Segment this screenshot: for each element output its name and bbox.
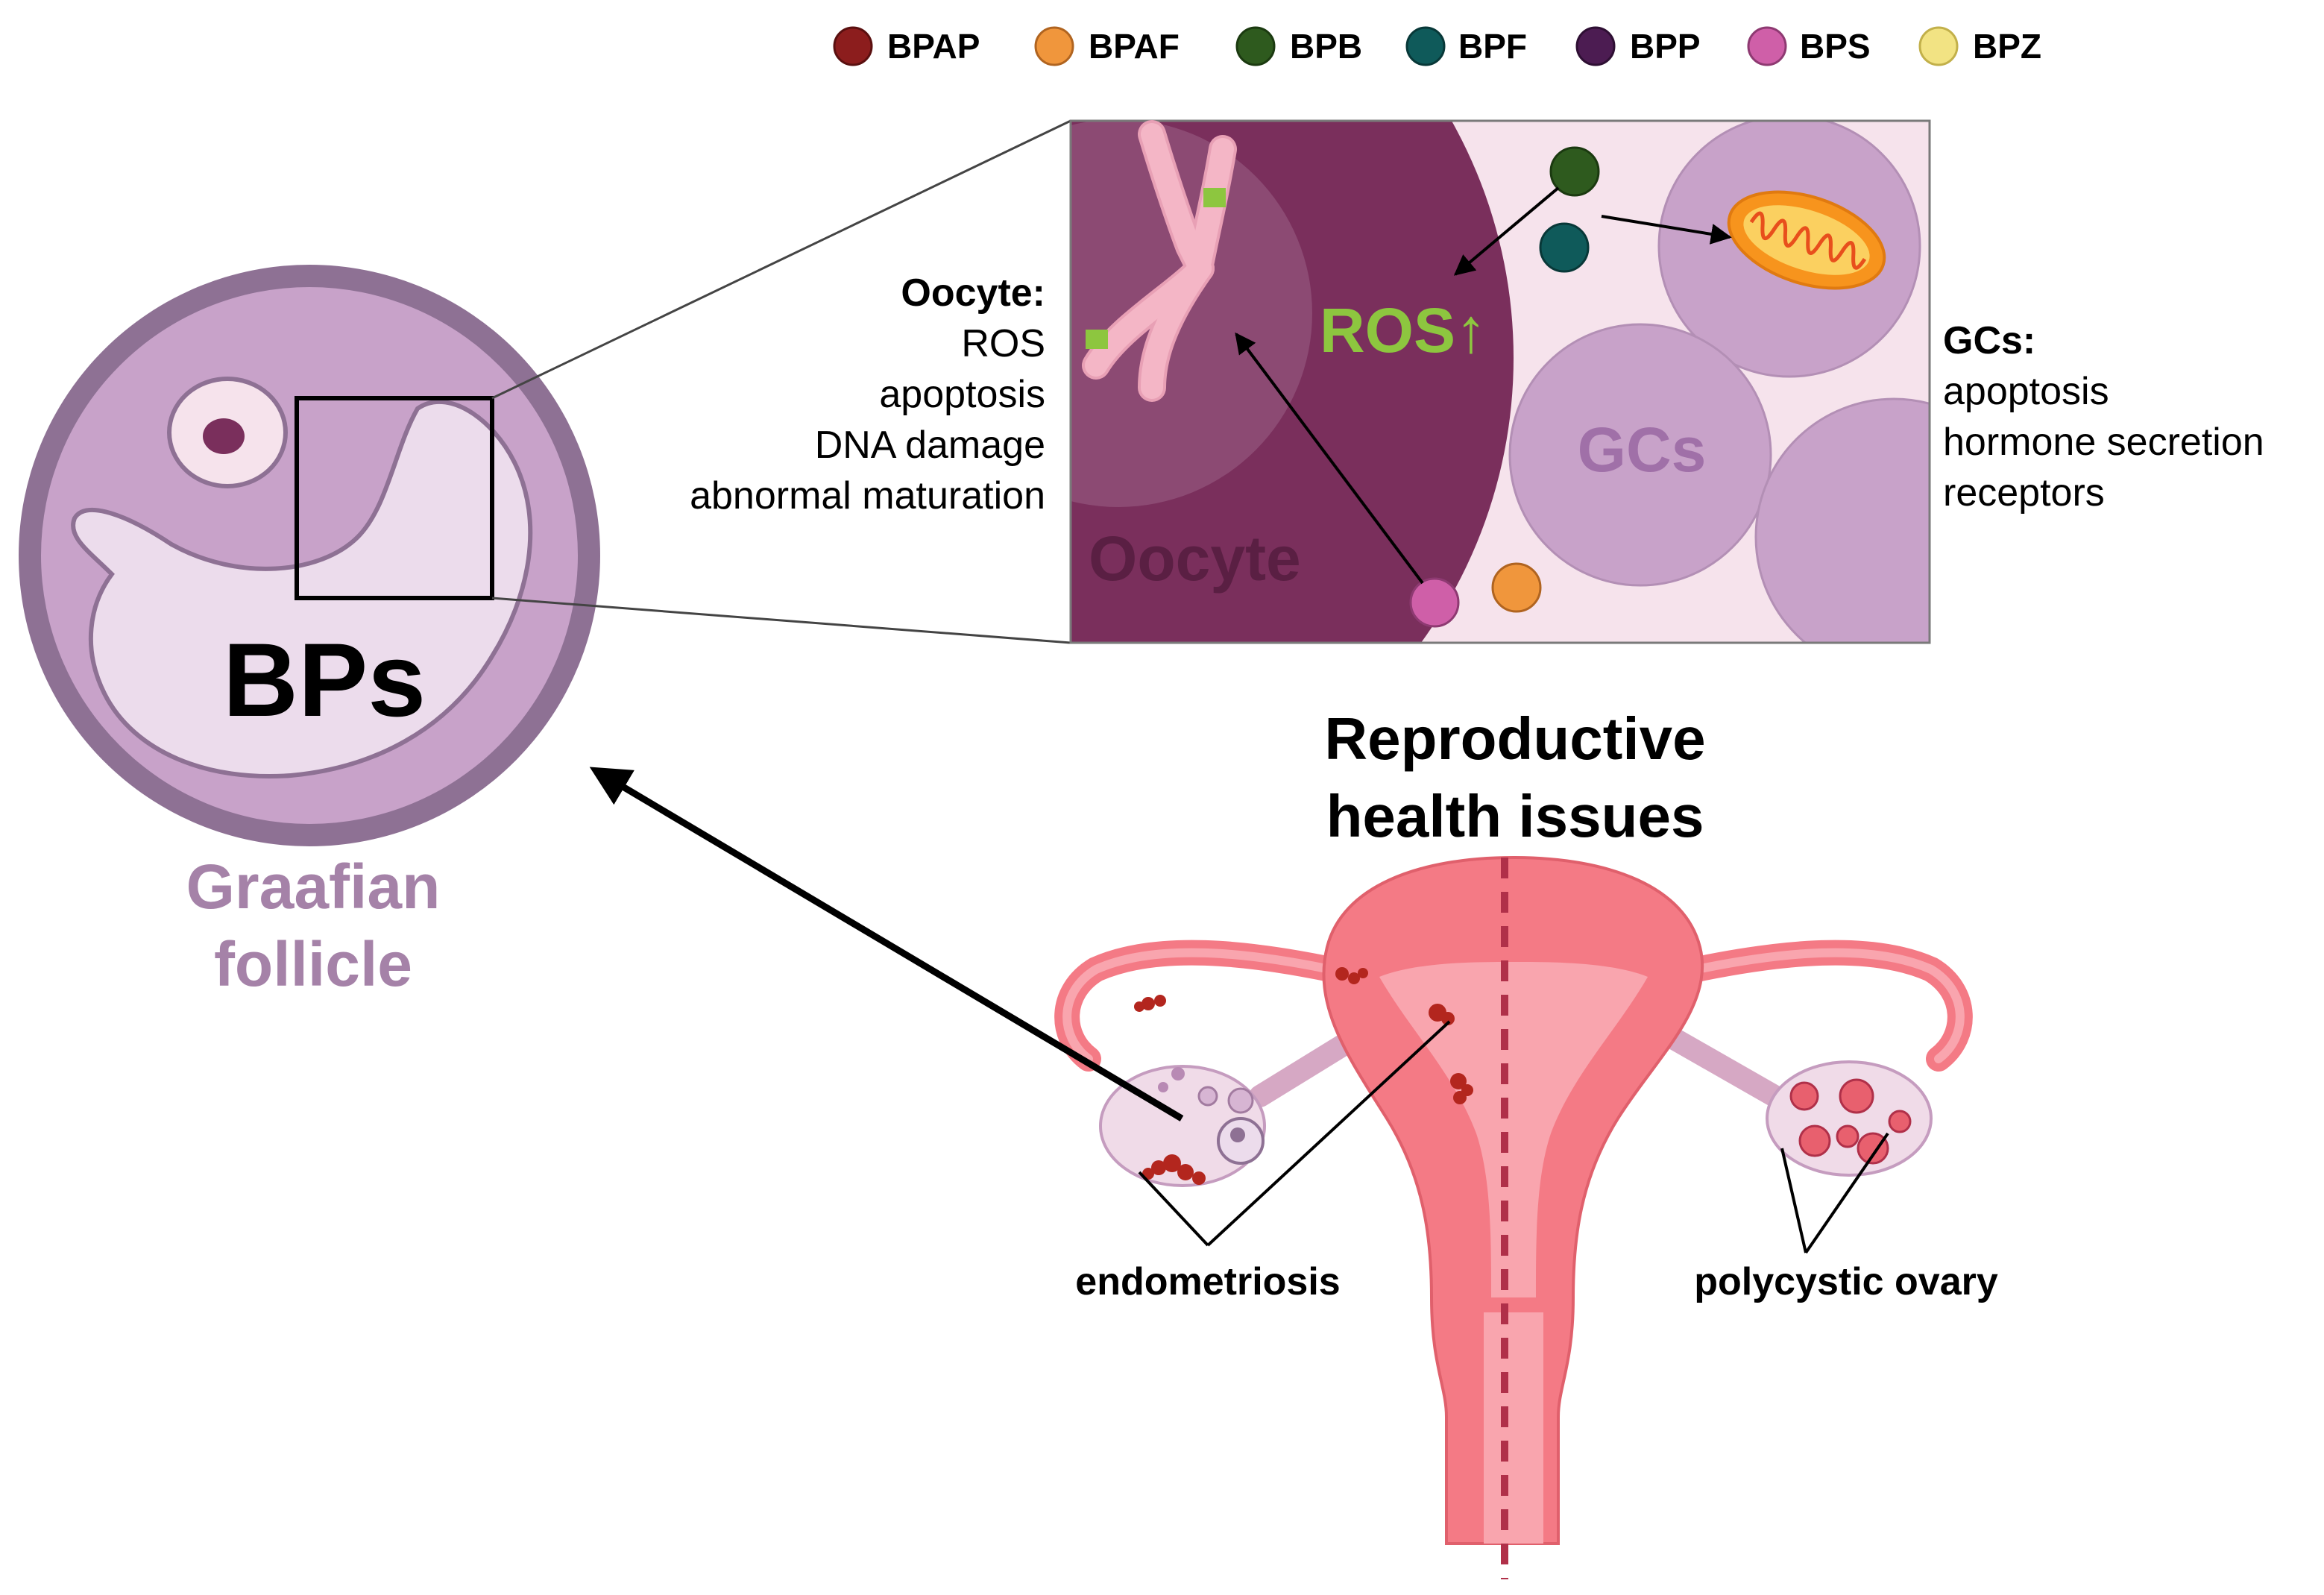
legend-item-bps: BPS <box>1747 26 1871 66</box>
legend-item-bpp: BPP <box>1575 26 1701 66</box>
legend-label: BPAP <box>887 27 980 66</box>
follicle-caption-line2: follicle <box>214 929 412 999</box>
legend-swatch <box>1405 26 1446 66</box>
legend-label: BPAF <box>1089 27 1180 66</box>
bpb-particle <box>1549 146 1600 197</box>
legend-swatch <box>833 26 873 66</box>
pcos-pointers <box>1780 1132 1889 1254</box>
right-ovary <box>1766 1060 1933 1177</box>
zoom-selection-box <box>295 396 494 600</box>
follicle-center-label: BPs <box>223 621 426 738</box>
legend-item-bpf: BPF <box>1405 26 1527 66</box>
chromosome-damage-mark <box>1203 188 1226 207</box>
legend: BPAP BPAF BPB BPF BPP BPS BPZ <box>833 26 2041 66</box>
graafian-follicle: BPs Graafian follicle <box>19 265 600 999</box>
zoom-connector-top <box>491 119 1071 400</box>
gc-effects-heading: GCs: <box>1943 319 2035 362</box>
legend-item-bpap: BPAP <box>833 26 980 66</box>
left-ovarian-ligament <box>1249 1025 1368 1107</box>
follicle-caption-line1: Graafian <box>186 852 441 922</box>
ovarian-cyst <box>1839 1078 1874 1114</box>
gc-effects: GCs: apoptosis hormone secretion recepto… <box>1943 319 2264 515</box>
ovarian-cyst <box>1836 1124 1859 1148</box>
zoom-connector-bottom <box>491 597 1071 644</box>
ovarian-cyst <box>1857 1132 1889 1165</box>
oocyte-effects-heading: Oocyte: <box>901 271 1045 315</box>
arrow-bp-to-oocyte <box>1235 332 1424 585</box>
cervical-canal <box>1484 1312 1543 1544</box>
reproductive-title-line2: health issues <box>1326 783 1704 849</box>
legend-label: BPF <box>1458 27 1527 66</box>
legend-item-bpaf: BPAF <box>1034 26 1180 66</box>
legend-label: BPS <box>1800 27 1871 66</box>
ros-label: ROS↑ <box>1320 295 1487 365</box>
bpaf-particle <box>1491 562 1542 613</box>
follicle-antrum <box>71 399 533 778</box>
granulosa-cell-center <box>1508 323 1772 587</box>
oocyte-effect-item: ROS <box>961 322 1045 365</box>
legend-swatch <box>1235 26 1276 66</box>
zoom-panel-frame <box>1069 119 1931 644</box>
uterus-illustration <box>1054 855 1973 1545</box>
ovarian-cyst <box>1789 1081 1819 1111</box>
granulosa-cell-bottom-right <box>1754 397 1930 643</box>
reproductive-title-line1: Reproductive <box>1324 705 1705 772</box>
gc-effect-item: receptors <box>1943 471 2105 515</box>
gc-effect-item: hormone secretion <box>1943 421 2264 464</box>
legend-label: BPB <box>1290 27 1362 66</box>
reproductive-health: Reproductive health issues <box>1054 705 1998 1579</box>
endometriosis-label: endometriosis <box>1075 1260 1340 1303</box>
gc-effect-item: apoptosis <box>1943 370 2109 413</box>
arrow-bp-to-ros <box>1453 186 1560 276</box>
legend-swatch <box>1747 26 1787 66</box>
legend-label: BPP <box>1630 27 1701 66</box>
ovarian-cyst <box>1888 1110 1912 1133</box>
mitochondrion-icon <box>1727 190 1886 290</box>
ovary-to-follicle-arrow <box>589 767 1184 1121</box>
oocyte-nucleus-region <box>1071 121 1312 507</box>
endometriosis-pointers <box>1138 1020 1451 1247</box>
arrow-bp-to-mitochondrion <box>1601 215 1732 245</box>
pcos-label: polycystic ovary <box>1694 1260 1998 1303</box>
legend-item-bpb: BPB <box>1235 26 1362 66</box>
legend-label: BPZ <box>1973 27 2041 66</box>
follicle-oocyte-nucleus <box>203 418 245 454</box>
legend-swatch <box>1918 26 1959 66</box>
right-ovarian-ligament <box>1659 1025 1786 1107</box>
uterine-cavity <box>1379 962 1648 1297</box>
oocyte-effects: Oocyte: ROS apoptosis DNA damage abnorma… <box>690 271 1045 517</box>
chromosome-damage-mark <box>1086 330 1108 349</box>
oocyte-cell-label: Oocyte <box>1089 523 1301 594</box>
oocyte-effect-item: abnormal maturation <box>690 474 1045 517</box>
chromosome-icon <box>1082 120 1237 402</box>
zoom-panel: ROS↑ GCs Oocyte <box>1069 119 1931 644</box>
oocyte-effect-item: DNA damage <box>815 424 1045 467</box>
ovarian-cyst <box>1798 1124 1831 1157</box>
bpf-particle <box>1539 222 1590 273</box>
bps-particle <box>1409 577 1460 628</box>
legend-swatch <box>1575 26 1616 66</box>
gcs-cell-label: GCs <box>1578 415 1707 485</box>
legend-swatch <box>1034 26 1074 66</box>
oocyte-effect-item: apoptosis <box>879 373 1045 416</box>
endometriosis-lesions <box>1134 967 1473 1185</box>
legend-item-bpz: BPZ <box>1918 26 2041 66</box>
